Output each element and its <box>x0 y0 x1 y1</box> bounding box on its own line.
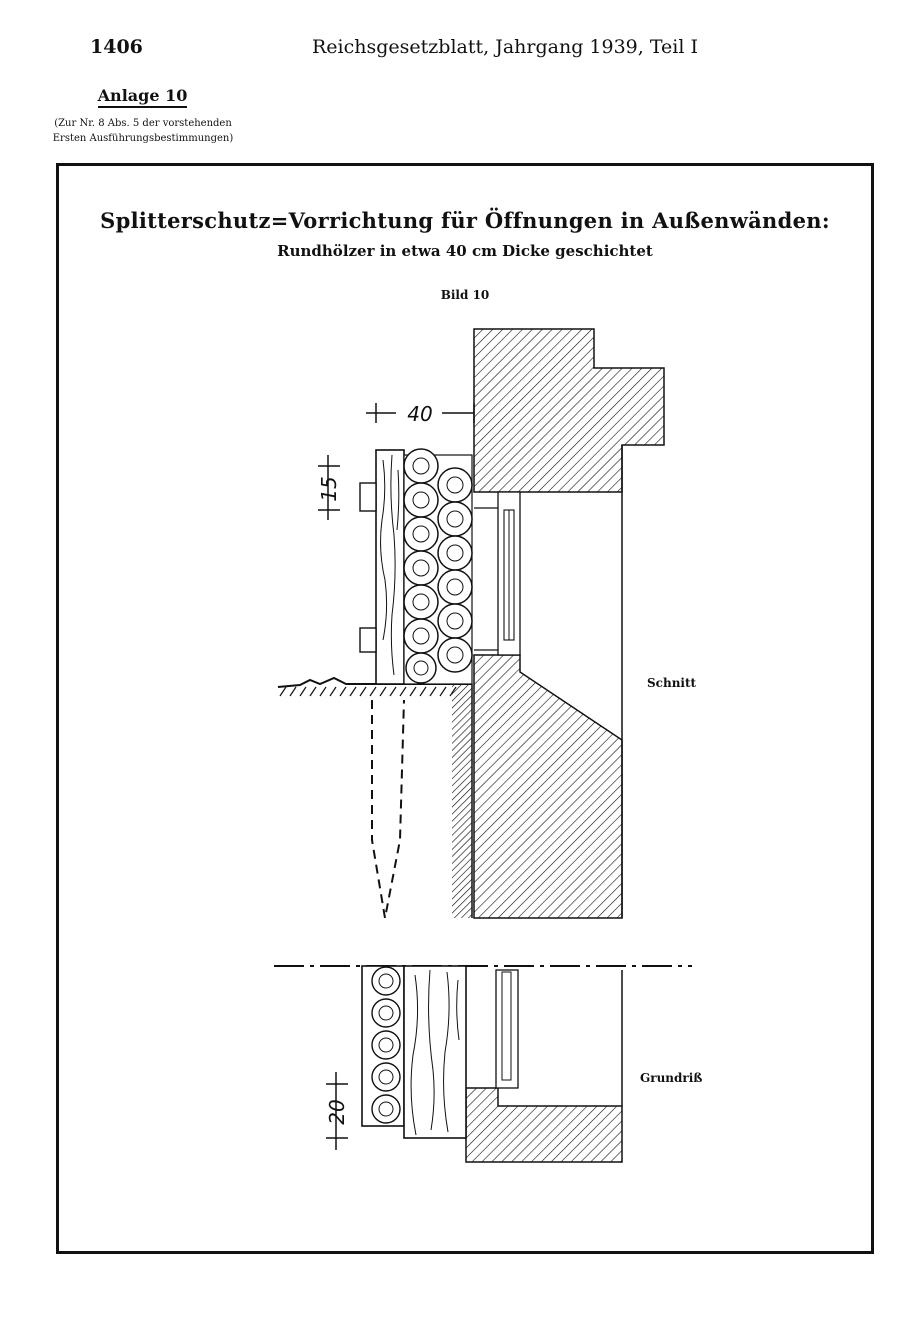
section-wall <box>452 328 665 919</box>
page-number: 1406 <box>90 36 143 58</box>
running-header: Reichsgesetzblatt, Jahrgang 1939, Teil I <box>312 36 698 58</box>
annex-label: Anlage 10 <box>70 86 215 108</box>
dimension-40-label: 40 <box>407 402 432 426</box>
annex-note-line-1: (Zur Nr. 8 Abs. 5 der vorstehenden <box>54 118 232 129</box>
dimension-15-label: 15 <box>317 476 341 501</box>
ground-line <box>277 676 472 697</box>
annex-note-line-2: Ersten Ausführungsbestimmungen) <box>52 133 234 144</box>
log-stack-section <box>403 448 473 685</box>
figure-title: Splitterschutz=Vorrichtung für Öffnungen… <box>100 208 830 233</box>
label-plan: Grundriß <box>640 1071 703 1085</box>
figure-subtitle: Rundhölzer in etwa 40 cm Dicke geschicht… <box>277 242 653 260</box>
plan-wall <box>465 969 623 1163</box>
label-section: Schnitt <box>647 676 697 690</box>
buried-post-outline <box>371 699 405 919</box>
dimension-20-label: 20 <box>325 1099 349 1124</box>
figure-frame: Splitterschutz=Vorrichtung für Öffnungen… <box>56 163 874 1254</box>
log-stack-plan <box>361 965 467 1139</box>
dimension-15 <box>318 455 340 520</box>
section-window <box>474 491 521 656</box>
vertical-post <box>359 449 405 685</box>
dimension-20 <box>326 1072 348 1150</box>
annex-note: (Zur Nr. 8 Abs. 5 der vorstehenden Erste… <box>30 116 256 146</box>
figure-label: Bild 10 <box>440 288 490 302</box>
dimension-40 <box>366 403 475 423</box>
